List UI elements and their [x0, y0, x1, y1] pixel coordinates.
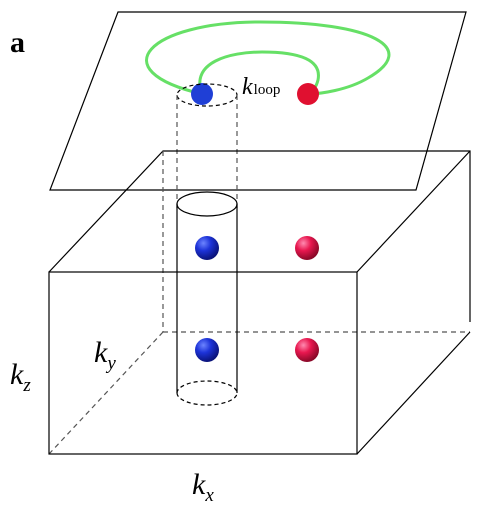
axis-label-kx: kx: [192, 468, 214, 506]
cube-hidden-bottom-left: [48, 331, 164, 455]
panel-label: a: [10, 26, 25, 59]
kloop-label: kloop: [242, 74, 280, 100]
cube-bottom-right-edge: [356, 331, 471, 455]
projection-plane: [49, 11, 467, 191]
blue-sphere-upper: [195, 236, 219, 260]
red-projected-point: [297, 83, 319, 105]
red-sphere-lower: [295, 338, 319, 362]
axis-label-ky: ky: [94, 336, 116, 374]
cylinder-bottom-back: [176, 380, 238, 394]
axis-label-kz: kz: [10, 358, 31, 396]
outer-loop-arc: [145, 20, 391, 96]
blue-projected-point: [191, 83, 213, 105]
cube-front-face: [48, 271, 358, 455]
cube-top-front-right: [356, 150, 471, 273]
cylinder-bottom-front: [176, 392, 238, 406]
blue-sphere-lower: [195, 338, 219, 362]
red-sphere-upper: [295, 236, 319, 260]
cylinder-top-ellipse: [176, 191, 238, 217]
cube-top-back: [48, 150, 471, 322]
